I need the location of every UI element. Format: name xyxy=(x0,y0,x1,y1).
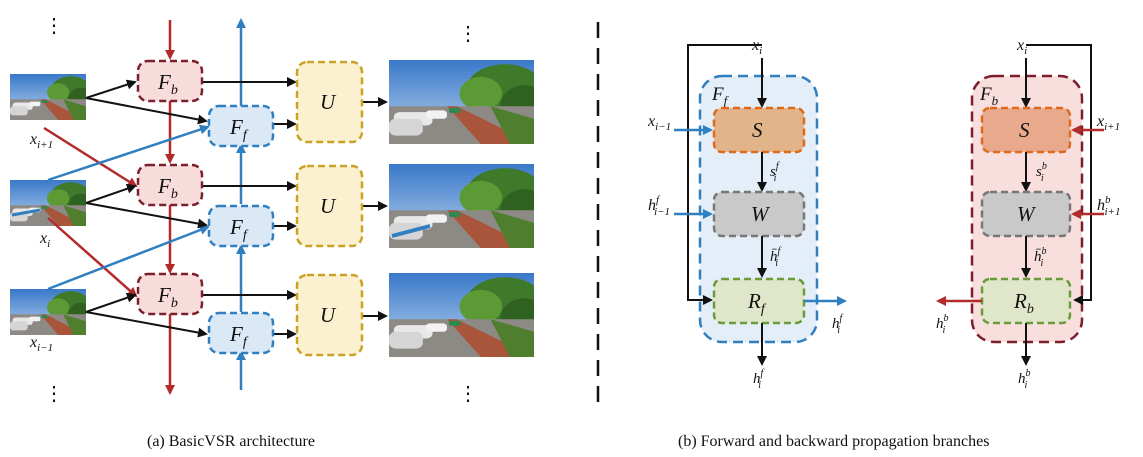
ff-block-bot: Ff xyxy=(207,311,275,355)
svg-text:Ff: Ff xyxy=(711,84,730,108)
ellipsis-top-left: ⋮ xyxy=(44,15,64,37)
output-frame-bot xyxy=(389,273,534,357)
caption-b: (b) Forward and backward propagation bra… xyxy=(678,433,989,450)
svg-text:xi+1: xi+1 xyxy=(1096,113,1120,133)
svg-text:Fb: Fb xyxy=(157,174,178,202)
svg-text:hbi: hbi xyxy=(936,313,949,336)
ff-block-top: Ff xyxy=(207,104,275,148)
svg-text:Ff: Ff xyxy=(229,215,249,243)
svg-text:sfi: sfi xyxy=(770,161,780,184)
fb-block-bot: Fb xyxy=(136,272,204,316)
svg-text:Fb: Fb xyxy=(979,84,999,108)
input-frame-bot xyxy=(10,289,86,335)
svg-text:Ff: Ff xyxy=(229,115,249,143)
label-x-i-plus-1: xi+1 xyxy=(29,131,53,151)
svg-text:Fb: Fb xyxy=(157,283,178,311)
svg-text:Rf: Rf xyxy=(747,289,767,317)
svg-text:W: W xyxy=(1017,202,1037,226)
output-frame-mid xyxy=(389,164,534,248)
fb-block-mid: Fb xyxy=(136,163,204,207)
svg-text:xi−1: xi−1 xyxy=(647,113,671,133)
output-frame-top xyxy=(389,60,534,144)
ellipsis-top-right: ⋮ xyxy=(458,23,478,45)
svg-text:U: U xyxy=(320,303,337,327)
label-x-i: xi xyxy=(39,230,50,250)
ff-block-mid: Ff xyxy=(207,204,275,248)
input-frame-top xyxy=(10,74,86,120)
svg-text:sbi: sbi xyxy=(1036,161,1047,184)
svg-text:xi: xi xyxy=(751,37,762,57)
svg-text:U: U xyxy=(320,194,337,218)
upsample-block-bot: U xyxy=(295,273,364,357)
svg-text:Rb: Rb xyxy=(1013,289,1034,317)
svg-text:h̄bi: h̄bi xyxy=(1034,246,1047,269)
svg-text:h̄fi: h̄fi xyxy=(770,246,782,269)
svg-text:U: U xyxy=(320,90,337,114)
svg-text:hbi: hbi xyxy=(1018,368,1031,391)
label-x-i-minus-1: xi−1 xyxy=(29,334,53,354)
svg-text:hfi: hfi xyxy=(753,368,765,391)
upsample-block-mid: U xyxy=(295,164,364,248)
input-frame-mid xyxy=(10,180,86,226)
svg-text:W: W xyxy=(751,202,771,226)
upsample-block-top: U xyxy=(295,60,364,144)
svg-text:S: S xyxy=(1019,118,1030,142)
svg-text:Fb: Fb xyxy=(157,70,178,98)
fb-block-top: Fb xyxy=(136,59,204,103)
ellipsis-bottom-left: ⋮ xyxy=(44,383,64,405)
svg-text:xi: xi xyxy=(1016,37,1027,57)
svg-text:hfi−1: hfi−1 xyxy=(648,194,670,218)
svg-text:Ff: Ff xyxy=(229,322,249,350)
svg-text:hbi+1: hbi+1 xyxy=(1097,194,1120,218)
ellipsis-bottom-right: ⋮ xyxy=(458,383,478,405)
svg-text:hfi: hfi xyxy=(832,313,844,336)
caption-a: (a) BasicVSR architecture xyxy=(147,433,315,450)
svg-text:S: S xyxy=(752,118,763,142)
